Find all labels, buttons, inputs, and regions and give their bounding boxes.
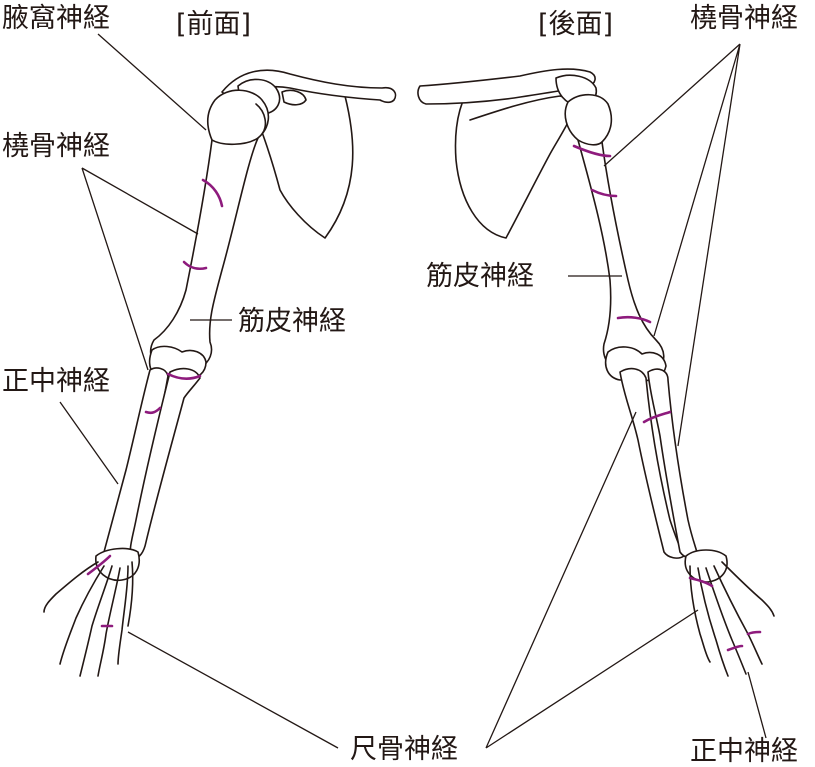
front-ulna (129, 367, 201, 561)
back-elbow-mark (616, 315, 652, 324)
front-elbow-mark (166, 372, 202, 381)
view-title-back: [後面] (538, 9, 613, 40)
leader-radial-front (81, 167, 199, 371)
front-humerus-neck (211, 137, 259, 146)
back-humerus-neck (577, 139, 603, 146)
label-median-nerve-front: 正中神経 (2, 366, 110, 397)
back-finger-mark-1 (726, 644, 744, 652)
back-scapula (454, 83, 581, 239)
label-axillary-nerve: 腋窩神経 (2, 3, 110, 34)
back-forearm-mark (642, 410, 672, 424)
back-wrist-mark (688, 576, 714, 588)
front-clavicle (221, 69, 397, 104)
leader-radial-back (603, 43, 741, 447)
front-wrist-mark (86, 554, 112, 576)
front-axillary-mark (201, 178, 224, 208)
front-humeral-head-outline (255, 103, 267, 135)
label-median-nerve-back: 正中神経 (690, 736, 798, 767)
back-radial-mark-lower (590, 188, 618, 198)
leader-median-back (747, 671, 767, 739)
leader-median-front (59, 401, 119, 485)
leader-lines (59, 33, 767, 749)
label-radial-nerve-back: 橈骨神経 (690, 3, 798, 34)
label-ulnar-nerve: 尺骨神経 (350, 734, 458, 765)
labels: [前面] [後面] 腋窩神経 橈骨神経 筋皮神経 正中神経 橈骨神経 筋皮神経 … (2, 3, 798, 767)
leader-axillary (97, 33, 207, 131)
view-title-front: [前面] (176, 9, 251, 40)
front-hand-digits (43, 561, 134, 677)
back-humerus (564, 93, 665, 373)
front-radial-mark (182, 260, 208, 271)
back-finger-mark-2 (746, 630, 762, 636)
front-coracoid (281, 89, 307, 106)
back-radial-mark-upper (572, 144, 612, 158)
front-forearm-mark (144, 406, 162, 415)
leader-ulnar-back (485, 411, 699, 749)
leader-ulnar-front (127, 631, 339, 749)
label-musculocutaneous-nerve-front: 筋皮神経 (238, 306, 346, 337)
nerve-marks (86, 144, 762, 652)
front-arm-skeleton (43, 69, 397, 677)
back-arm-skeleton (417, 68, 775, 677)
label-musculocutaneous-nerve-back: 筋皮神経 (426, 261, 534, 292)
label-radial-nerve-front: 橈骨神経 (2, 131, 110, 162)
